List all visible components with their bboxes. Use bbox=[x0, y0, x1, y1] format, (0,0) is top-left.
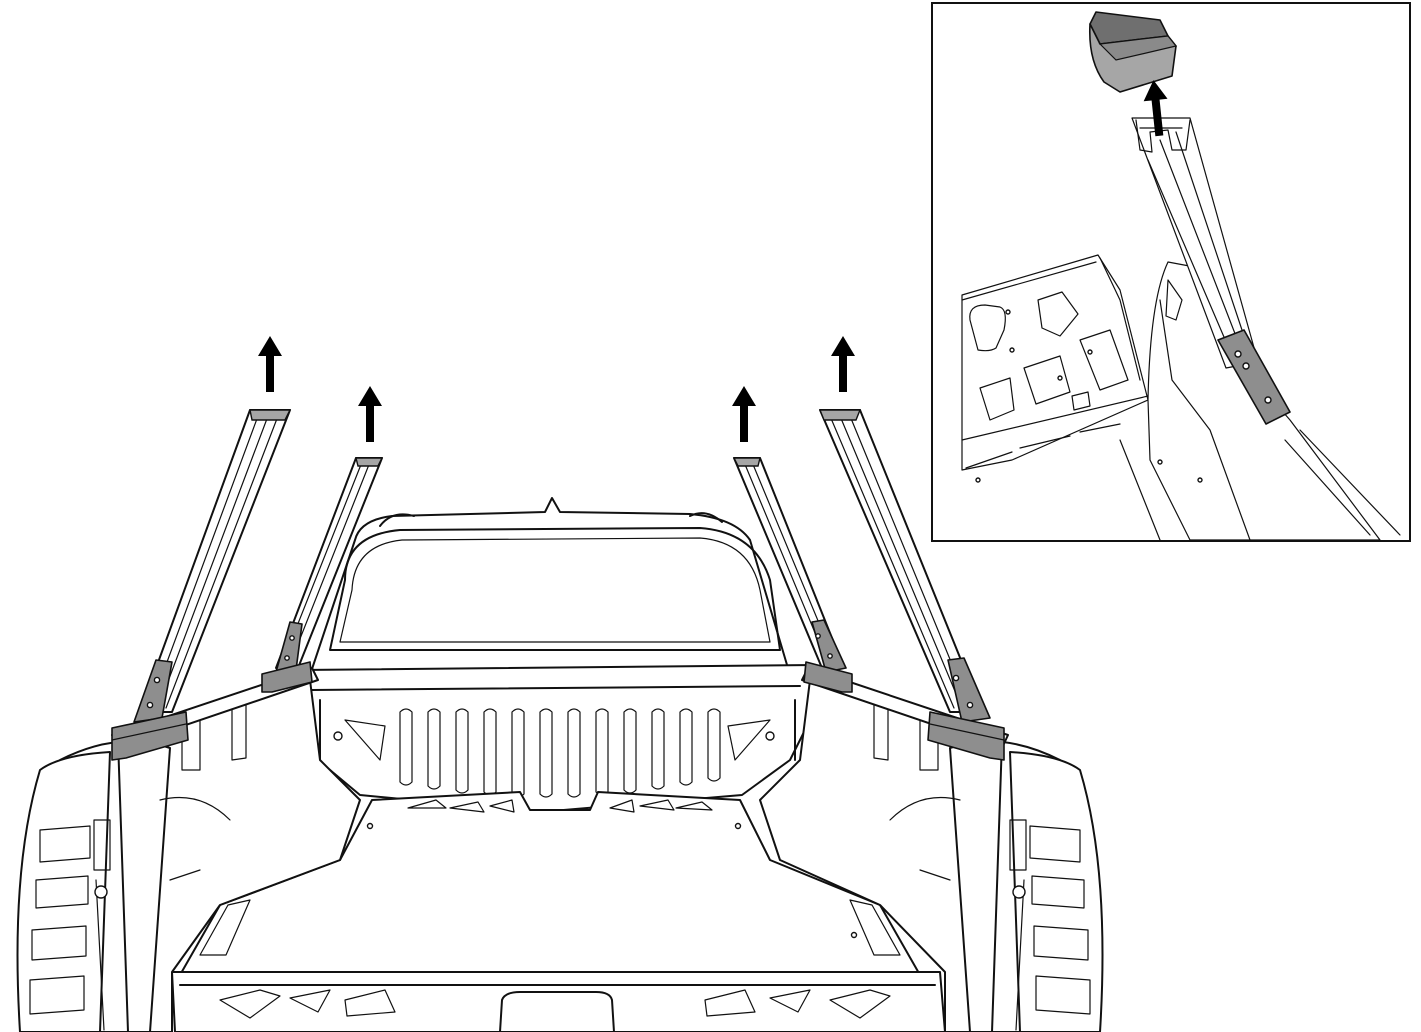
pickup-bed bbox=[16, 336, 1104, 1032]
up-arrow-icon bbox=[258, 336, 282, 392]
up-arrow-icon bbox=[831, 336, 855, 392]
post-mount-bracket bbox=[811, 619, 847, 673]
rail-post-front-right bbox=[818, 409, 1005, 761]
right-bed-wall bbox=[759, 679, 1104, 1032]
rear-sill bbox=[171, 971, 946, 1032]
rail-post-front-left bbox=[111, 409, 292, 761]
cab-rear-window bbox=[309, 497, 791, 676]
post-base-foot bbox=[111, 711, 189, 761]
post-mount-bracket bbox=[947, 657, 991, 723]
up-arrow-icon bbox=[732, 386, 756, 442]
detail-inset bbox=[931, 2, 1411, 542]
post-end-cap bbox=[355, 457, 384, 467]
rail-post-rear-left bbox=[261, 457, 384, 693]
left-bed-wall bbox=[16, 679, 361, 1032]
post-base-foot bbox=[803, 661, 853, 693]
post-end-cap bbox=[249, 409, 292, 421]
post-end-cap bbox=[1088, 11, 1178, 93]
up-arrow-icon bbox=[358, 386, 382, 442]
post-end-cap bbox=[732, 457, 761, 467]
post-base-foot bbox=[261, 661, 313, 693]
rail-post-rear-right bbox=[732, 457, 853, 693]
post-base-foot bbox=[927, 711, 1005, 761]
post-end-cap bbox=[818, 409, 862, 421]
bed-front-wall bbox=[299, 664, 821, 813]
